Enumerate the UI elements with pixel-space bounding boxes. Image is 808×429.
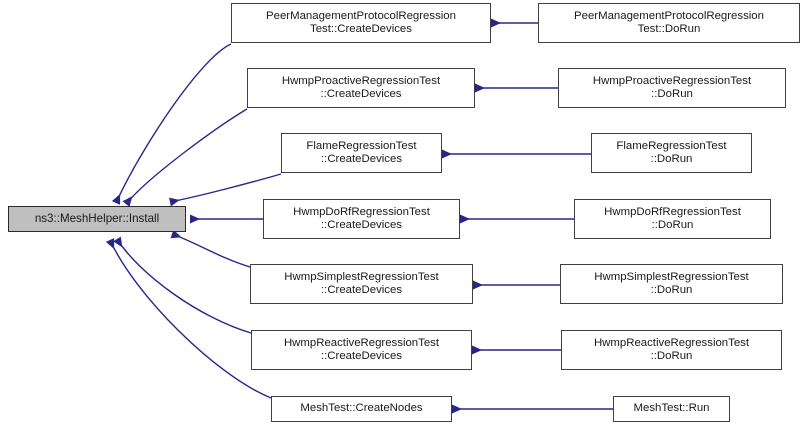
node-label: FlameRegressionTest ::DoRun <box>616 139 727 165</box>
node-right-hwmpsimplestregressiontest-dorun[interactable]: HwmpSimplestRegressionTest ::DoRun <box>560 264 783 304</box>
node-middle-hwmpdorfregressiontest-createdevices[interactable]: HwmpDoRfRegressionTest ::CreateDevices <box>263 199 460 239</box>
node-label: HwmpProactiveRegressionTest ::CreateDevi… <box>281 74 441 100</box>
edge-peermanagementprotocolregressiontest-createdevices-to-root <box>111 43 232 205</box>
node-root-ns3-meshhelper-install[interactable]: ns3::MeshHelper::Install <box>8 206 186 232</box>
node-middle-flameregressiontest-createdevices[interactable]: FlameRegressionTest ::CreateDevices <box>281 133 442 173</box>
node-label: MeshTest::Run <box>633 402 710 415</box>
node-middle-hwmpreactiveregressiontest-createdevices[interactable]: HwmpReactiveRegressionTest ::CreateDevic… <box>251 330 472 370</box>
node-label: FlameRegressionTest ::CreateDevices <box>306 139 417 165</box>
node-right-meshtest-run[interactable]: MeshTest::Run <box>613 396 730 422</box>
node-middle-hwmpproactiveregressiontest-createdevices[interactable]: HwmpProactiveRegressionTest ::CreateDevi… <box>247 68 475 108</box>
edge-hwmpsimplestregressiontest-createdevices-to-root <box>170 229 251 268</box>
node-label: MeshTest::CreateNodes <box>300 402 423 415</box>
node-right-peermanagementprotocolregression-test-dorun[interactable]: PeerManagementProtocolRegression Test::D… <box>538 3 800 43</box>
edge-meshtest-createnodes-to-root <box>105 238 272 399</box>
node-label: HwmpDoRfRegressionTest ::DoRun <box>604 205 741 231</box>
edge-hwmpreactiveregressiontest-createdevices-to-root <box>113 236 252 334</box>
node-middle-hwmpsimplestregressiontest-createdevices[interactable]: HwmpSimplestRegressionTest ::CreateDevic… <box>250 264 473 304</box>
node-right-hwmpdorfregressiontest-dorun[interactable]: HwmpDoRfRegressionTest ::DoRun <box>574 199 771 239</box>
node-label: HwmpDoRfRegressionTest ::CreateDevices <box>293 205 430 231</box>
node-right-hwmpreactiveregressiontest-dorun[interactable]: HwmpReactiveRegressionTest ::DoRun <box>561 330 782 370</box>
node-label: HwmpProactiveRegressionTest ::DoRun <box>592 74 752 100</box>
node-label: PeerManagementProtocolRegression Test::D… <box>574 9 764 35</box>
node-label: HwmpReactiveRegressionTest ::CreateDevic… <box>283 336 440 362</box>
node-root-label: ns3::MeshHelper::Install <box>34 212 160 226</box>
node-middle-peermanagementprotocolregression-test-createdevices[interactable]: PeerManagementProtocolRegression Test::C… <box>231 3 491 43</box>
node-label: PeerManagementProtocolRegression Test::C… <box>266 9 456 35</box>
edge-flameregressiontest-createdevices-to-root <box>169 173 282 207</box>
node-label: HwmpSimplestRegressionTest ::CreateDevic… <box>284 270 439 296</box>
node-middle-meshtest-createnodes[interactable]: MeshTest::CreateNodes <box>271 396 452 422</box>
edge-hwmpproactiveregressiontest-createdevices-to-root <box>122 108 248 207</box>
node-right-hwmpproactiveregressiontest-dorun[interactable]: HwmpProactiveRegressionTest ::DoRun <box>558 68 786 108</box>
node-right-flameregressiontest-dorun[interactable]: FlameRegressionTest ::DoRun <box>591 133 752 173</box>
node-label: HwmpReactiveRegressionTest ::DoRun <box>593 336 750 362</box>
node-label: HwmpSimplestRegressionTest ::DoRun <box>594 270 749 296</box>
